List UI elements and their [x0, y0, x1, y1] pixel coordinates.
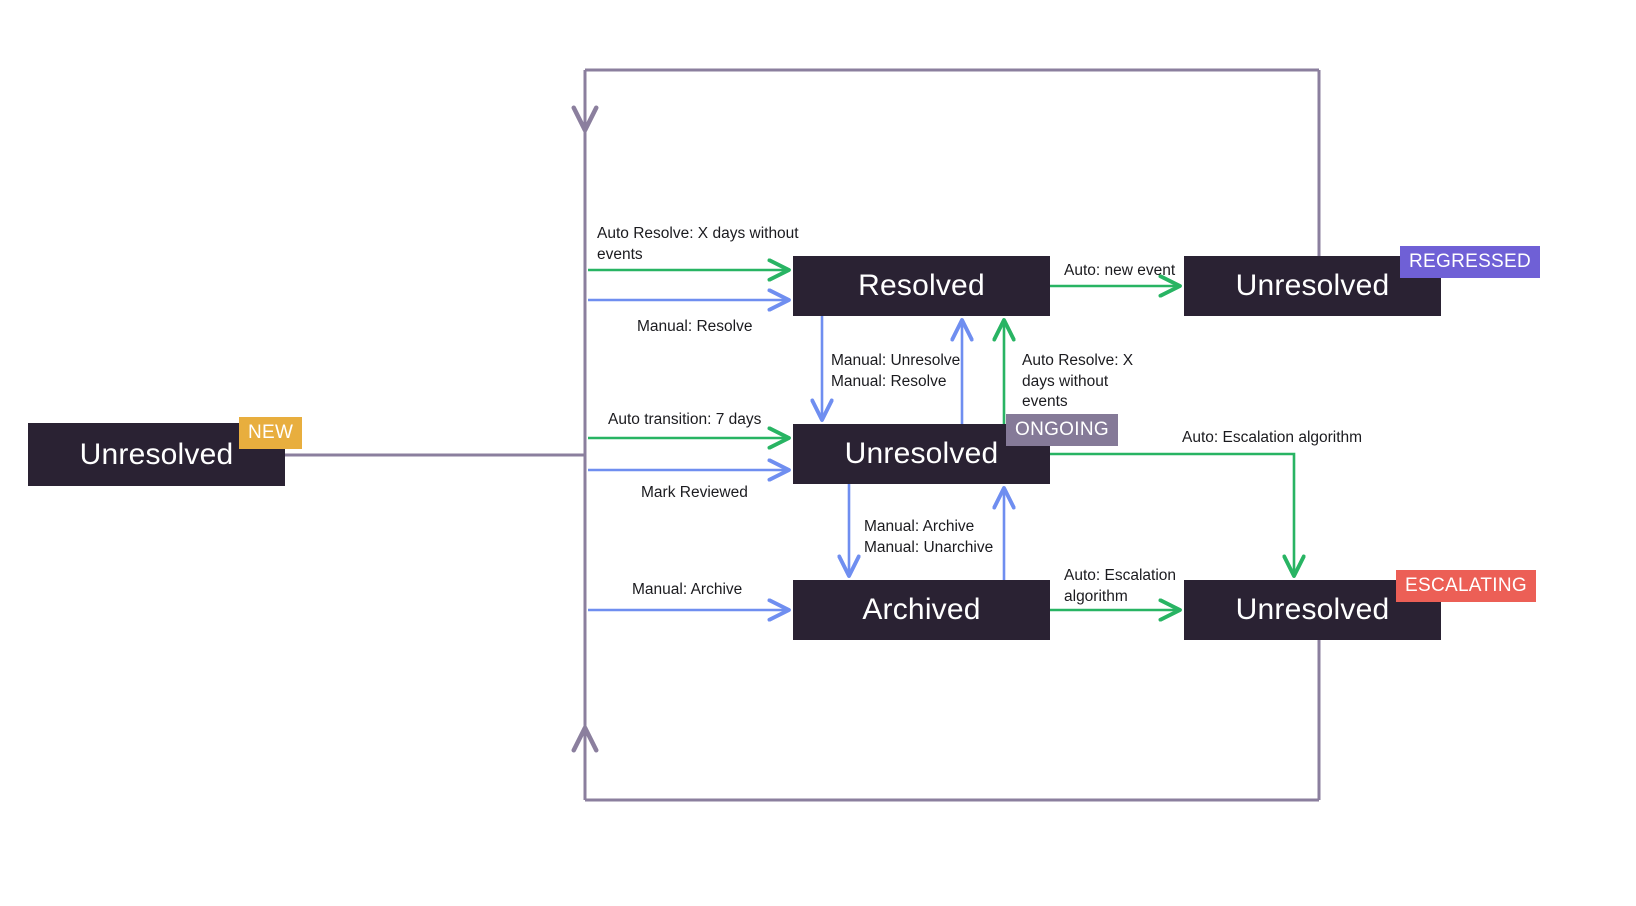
status-badge-ongoing: ONGOING: [1006, 414, 1118, 446]
edge-label-auto-resolve-x-days-2: Auto Resolve: X days without events: [1022, 352, 1134, 411]
edge-label-manual-archive-unarchive: Manual: Archive Manual: Unarchive: [864, 518, 994, 556]
state-label: Archived: [862, 593, 981, 626]
edge-label-auto-resolve-x-days: Auto Resolve: X days without events: [597, 225, 799, 263]
state-box-archived[interactable]: Archived: [793, 580, 1050, 640]
state-label: Resolved: [858, 269, 985, 302]
edge-label-auto-transition-7-days: Auto transition: 7 days: [608, 411, 762, 428]
state-label: Unresolved: [1235, 269, 1390, 302]
edge-label-mark-reviewed: Mark Reviewed: [641, 484, 748, 501]
edge-label-manual-resolve: Manual: Resolve: [637, 318, 753, 335]
state-box-regressed-unresolved[interactable]: Unresolved: [1184, 256, 1441, 316]
edge-ongoing-to-escalating: [1050, 452, 1306, 578]
state-label: Unresolved: [1235, 593, 1390, 626]
state-label: Unresolved: [844, 437, 999, 470]
state-box-resolved[interactable]: Resolved: [793, 256, 1050, 316]
state-box-escalating-unresolved[interactable]: Unresolved: [1184, 580, 1441, 640]
status-badge-regressed: REGRESSED: [1400, 246, 1541, 278]
edge-label-manual-archive: Manual: Archive: [632, 581, 743, 598]
status-badge-escalating: ESCALATING: [1396, 570, 1536, 602]
edge-label-auto-escalation-bottom: Auto: Escalation algorithm: [1064, 567, 1177, 605]
state-box-ongoing-unresolved[interactable]: Unresolved: [793, 424, 1050, 484]
status-badge-new: NEW: [239, 417, 303, 449]
edge-label-manual-unresolve-resolve: Manual: Unresolve Manual: Resolve: [831, 352, 961, 390]
edge-label-auto-escalation-right: Auto: Escalation algorithm: [1182, 429, 1363, 446]
state-label: Unresolved: [79, 437, 234, 471]
edge-label-auto-new-event: Auto: new event: [1064, 262, 1176, 279]
